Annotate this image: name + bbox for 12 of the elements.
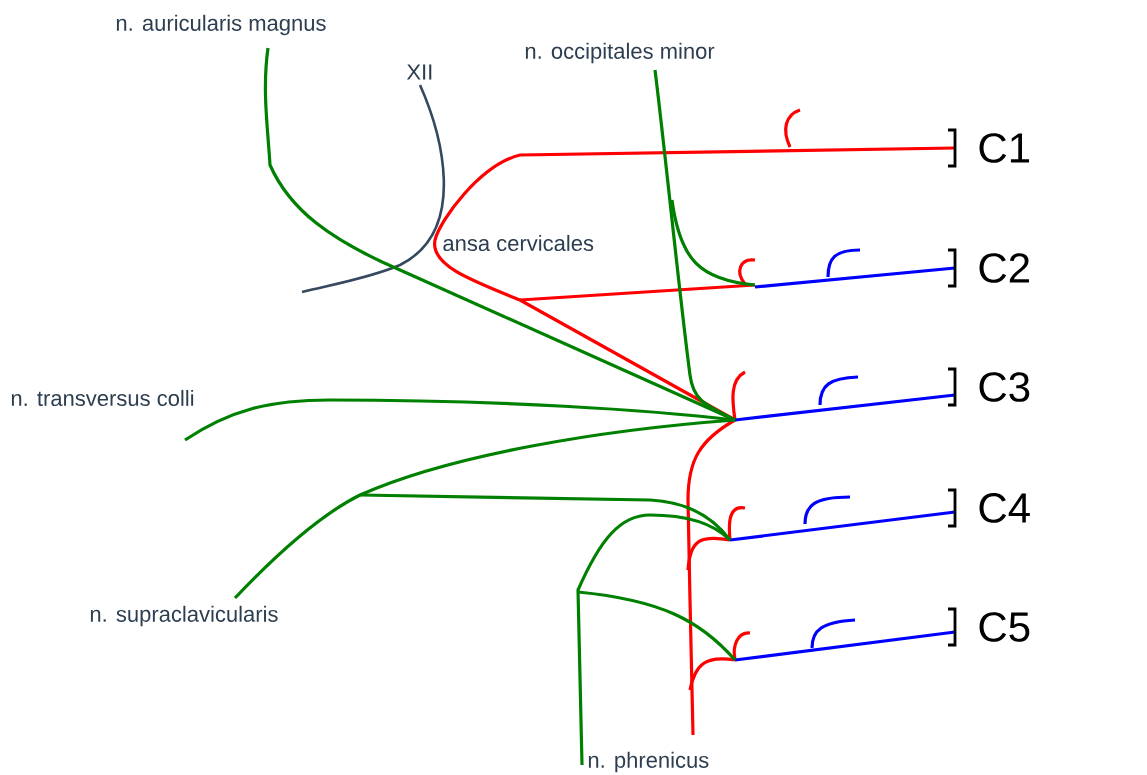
nerve-label: n. supraclavicularis xyxy=(90,605,278,627)
nerve-label: ansa cervicales xyxy=(443,234,594,252)
nerve-label: C4 xyxy=(979,493,1030,523)
nerve-label: n. occipitales minor xyxy=(525,42,715,64)
nerve-label: C3 xyxy=(979,372,1030,402)
nerve-label: XII xyxy=(406,64,432,80)
nerve-label: C1 xyxy=(979,133,1029,163)
nerve-label: C2 xyxy=(979,253,1029,283)
nerve-label: n. transversus colli xyxy=(11,389,194,407)
nerve-label: C5 xyxy=(979,612,1030,642)
nerve-label: n. auricularis magnus xyxy=(116,14,326,36)
nerve-label: n. phrenicus xyxy=(588,751,709,773)
